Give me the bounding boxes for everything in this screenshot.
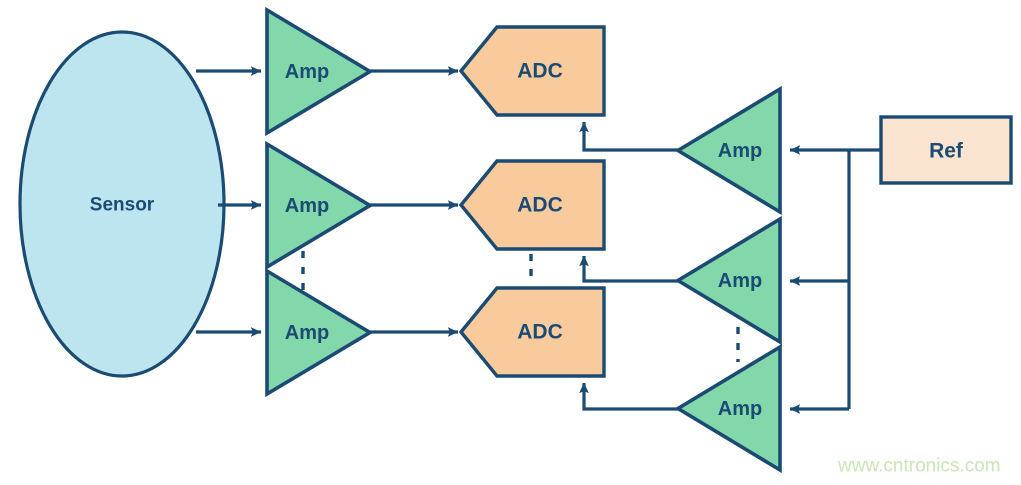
ref-amp-1-label: Amp bbox=[718, 140, 762, 162]
input-amp-3[interactable]: Amp bbox=[265, 267, 374, 398]
input-amp-3-label: Amp bbox=[285, 322, 329, 344]
adc-3-label: ADC bbox=[517, 321, 563, 344]
adc-pentagon bbox=[458, 286, 606, 378]
adc-1-label: ADC bbox=[517, 60, 563, 83]
adc-1[interactable]: ADC bbox=[458, 25, 606, 117]
ref-amp-2-label: Amp bbox=[718, 270, 762, 292]
reference-block[interactable]: Ref bbox=[879, 115, 1013, 185]
watermark-text: www.cntronics.com bbox=[837, 456, 1001, 477]
amp-triangle bbox=[674, 85, 782, 216]
ref-amp-2[interactable]: Amp bbox=[674, 215, 782, 346]
sensor-block[interactable]: Sensor bbox=[18, 30, 226, 378]
input-amp-1-label: Amp bbox=[285, 61, 329, 83]
ref-amp-3-label: Amp bbox=[718, 398, 762, 420]
amp-triangle bbox=[674, 343, 782, 474]
amp-triangle bbox=[265, 140, 374, 271]
adc-2[interactable]: ADC bbox=[458, 159, 606, 251]
sensor-output-wires bbox=[196, 66, 262, 337]
input-amp-2[interactable]: Amp bbox=[265, 140, 374, 271]
adc-pentagon bbox=[458, 159, 606, 251]
adc-pentagon bbox=[458, 25, 606, 117]
reference-bus bbox=[789, 145, 881, 414]
ref-amp-column: Amp Amp Amp bbox=[674, 85, 782, 474]
wire-refamp-3-to-adc-3 bbox=[579, 382, 683, 411]
adc-column: ADC ADC ADC bbox=[458, 25, 606, 378]
amp-triangle bbox=[265, 267, 374, 398]
wire-refamp-2-to-adc-2 bbox=[579, 255, 683, 283]
ref-amp-to-adc-wires bbox=[579, 121, 683, 411]
sensor-label: Sensor bbox=[90, 195, 155, 216]
ref-amp-1[interactable]: Amp bbox=[674, 85, 782, 216]
input-amp-column: Amp Amp Amp bbox=[265, 6, 374, 398]
ref-label: Ref bbox=[929, 140, 964, 163]
amp-to-adc-wires bbox=[370, 66, 459, 337]
input-amp-1[interactable]: Amp bbox=[265, 6, 374, 137]
amp-triangle bbox=[674, 215, 782, 346]
adc-3[interactable]: ADC bbox=[458, 286, 606, 378]
ref-rect bbox=[879, 115, 1013, 185]
adc-2-label: ADC bbox=[517, 194, 563, 217]
ref-amp-3[interactable]: Amp bbox=[674, 343, 782, 474]
input-amp-2-label: Amp bbox=[285, 195, 329, 217]
amp-triangle bbox=[265, 6, 374, 137]
wire-refamp-1-to-adc-1 bbox=[579, 121, 683, 152]
